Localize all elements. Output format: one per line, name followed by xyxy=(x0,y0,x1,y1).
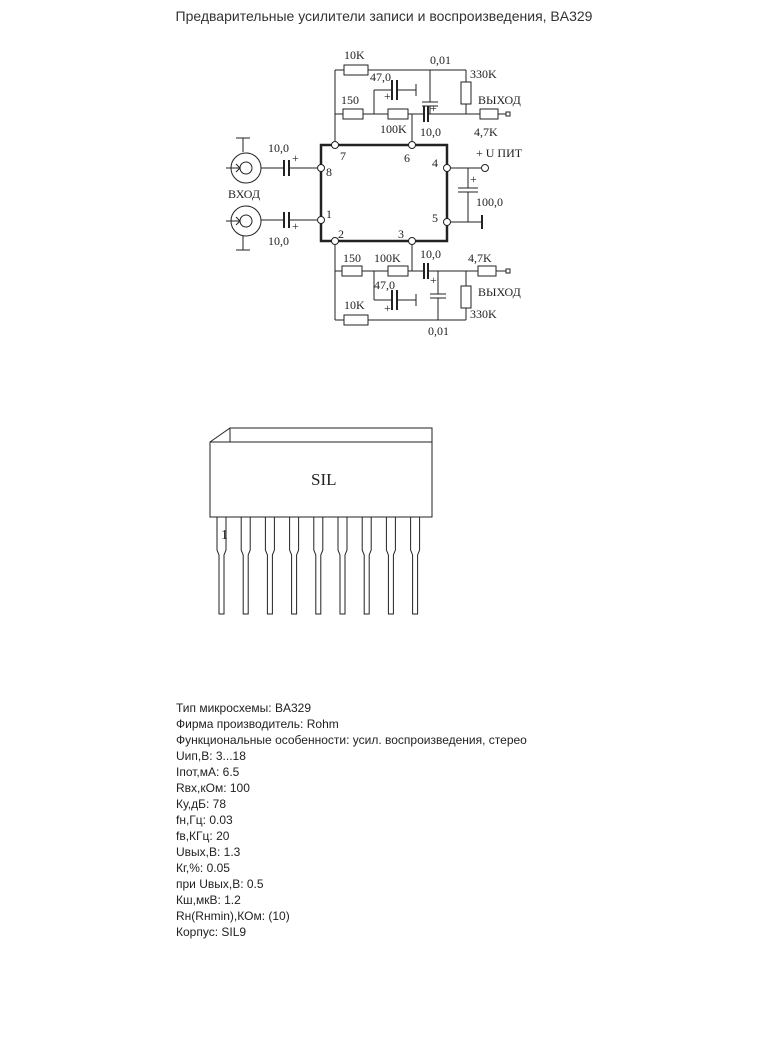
spec-line: fн,Гц: 0.03 xyxy=(176,813,233,827)
sil-package: SIL 1 xyxy=(209,427,433,615)
resistor-bottom-10k xyxy=(343,314,369,326)
package-lead xyxy=(264,517,275,615)
label-c-top-10: 10,0 xyxy=(420,125,441,139)
package-lead xyxy=(385,517,396,615)
resistor-bottom-4k7 xyxy=(477,265,497,277)
label-r-top-10k: 10K xyxy=(344,48,365,62)
top-network xyxy=(334,64,511,141)
package-pin1-label: 1 xyxy=(221,528,228,543)
label-r-top-4k7: 4,7K xyxy=(474,125,498,139)
pin-label-7: 7 xyxy=(340,149,346,163)
label-c-bottom-47: 47,0 xyxy=(374,278,395,292)
spec-line: Тип микросхемы: BA329 xyxy=(176,701,311,715)
resistor-top-4k7 xyxy=(479,108,499,120)
ic-body xyxy=(319,143,449,243)
label-c-top-001: 0,01 xyxy=(430,53,451,67)
label-u-pit: + U ПИТ xyxy=(476,146,523,160)
plus-c-bottom-10: + xyxy=(430,273,437,287)
label-r-top-100k: 100K xyxy=(380,122,407,136)
package-lead xyxy=(216,517,227,615)
label-r-bottom-150: 150 xyxy=(343,251,361,265)
pin-6-node xyxy=(408,141,416,149)
resistor-top-10k xyxy=(343,64,369,76)
page-title: Предварительные усилители записи и воспр… xyxy=(175,8,593,24)
package-leads xyxy=(216,517,421,615)
pin-1-node xyxy=(317,216,325,224)
pin-label-6: 6 xyxy=(404,151,410,165)
bottom-network xyxy=(334,245,511,326)
spec-line: Функциональные особенности: усил. воспро… xyxy=(176,733,527,747)
resistor-bottom-100k xyxy=(387,265,409,277)
spec-line: Кг,%: 0.05 xyxy=(176,861,230,875)
label-c-bottom-001: 0,01 xyxy=(428,324,449,338)
plus-c-top-47: + xyxy=(384,89,391,103)
output-bottom-terminal xyxy=(505,268,511,274)
pin-label-5: 5 xyxy=(432,211,438,225)
supply-terminal xyxy=(481,164,489,172)
label-out-bottom: ВЫХОД xyxy=(478,285,521,299)
schematic: 8 7 6 4 1 5 2 3 xyxy=(226,48,523,338)
spec-line: Rвх,кОм: 100 xyxy=(176,781,250,795)
label-vhod: ВХОД xyxy=(228,187,260,201)
label-r-bottom-100k: 100K xyxy=(374,251,401,265)
spec-line: Ку,дБ: 78 xyxy=(176,797,227,811)
label-r-bottom-330k: 330K xyxy=(470,307,497,321)
plus-c-top-10: + xyxy=(430,101,437,115)
ic-pins xyxy=(317,141,451,245)
pin-2-node xyxy=(331,237,339,245)
pin-8-node xyxy=(317,164,325,172)
spec-line: Корпус: SIL9 xyxy=(176,925,247,939)
resistor-bottom-150 xyxy=(341,265,363,277)
package-lead xyxy=(410,517,421,615)
pin-5-node xyxy=(443,218,451,226)
pin-label-8: 8 xyxy=(326,165,332,179)
spec-line: Uип,В: 3...18 xyxy=(176,749,246,763)
input-network xyxy=(226,137,317,251)
output-top-terminal xyxy=(505,111,511,117)
package-name: SIL xyxy=(311,470,337,489)
package-lead xyxy=(289,517,300,615)
pin-label-3: 3 xyxy=(398,227,404,241)
resistor-top-150 xyxy=(342,108,364,120)
label-r-top-330k: 330K xyxy=(470,67,497,81)
label-r-top-150: 150 xyxy=(341,93,359,107)
spec-line: fв,КГц: 20 xyxy=(176,829,230,843)
spec-line: Кш,мкВ: 1.2 xyxy=(176,893,241,907)
pin-label-2: 2 xyxy=(338,227,344,241)
package-lead xyxy=(361,517,372,615)
pin-3-node xyxy=(408,237,416,245)
pin-7-node xyxy=(331,141,339,149)
spec-line: Uвых,В: 1.3 xyxy=(176,845,241,859)
package-body xyxy=(209,441,433,518)
spec-line: Iпот,мА: 6.5 xyxy=(176,765,240,779)
plus-c-in-top: + xyxy=(292,151,299,165)
label-c-supply: 100,0 xyxy=(476,195,503,209)
pin-label-4: 4 xyxy=(432,156,438,170)
package-lead xyxy=(313,517,324,615)
supply-network xyxy=(451,164,489,229)
pin-4-node xyxy=(443,164,451,172)
label-out-top: ВЫХОД xyxy=(478,93,521,107)
resistor-bottom-330k xyxy=(460,285,472,309)
label-c-top-47: 47,0 xyxy=(370,70,391,84)
spec-line: при Uвых,В: 0.5 xyxy=(176,877,264,891)
resistor-top-100k xyxy=(387,108,409,120)
package-lead xyxy=(240,517,251,615)
pin-label-1: 1 xyxy=(326,207,332,221)
plus-c-in-bot: + xyxy=(292,219,299,233)
spec-line: Фирма производитель: Rohm xyxy=(176,717,339,731)
label-r-bottom-4k7: 4,7K xyxy=(468,251,492,265)
label-r-bottom-10k: 10K xyxy=(344,298,365,312)
spec-line: Rн(Rнmin),КОм: (10) xyxy=(176,909,290,923)
resistor-top-330k xyxy=(460,81,472,105)
plus-c-supply: + xyxy=(470,172,477,186)
label-c-in-bot: 10,0 xyxy=(268,234,289,248)
label-c-bottom-10: 10,0 xyxy=(420,247,441,261)
package-lead xyxy=(337,517,348,615)
plus-c-bottom-47: + xyxy=(384,301,391,315)
label-c-in-top: 10,0 xyxy=(268,141,289,155)
